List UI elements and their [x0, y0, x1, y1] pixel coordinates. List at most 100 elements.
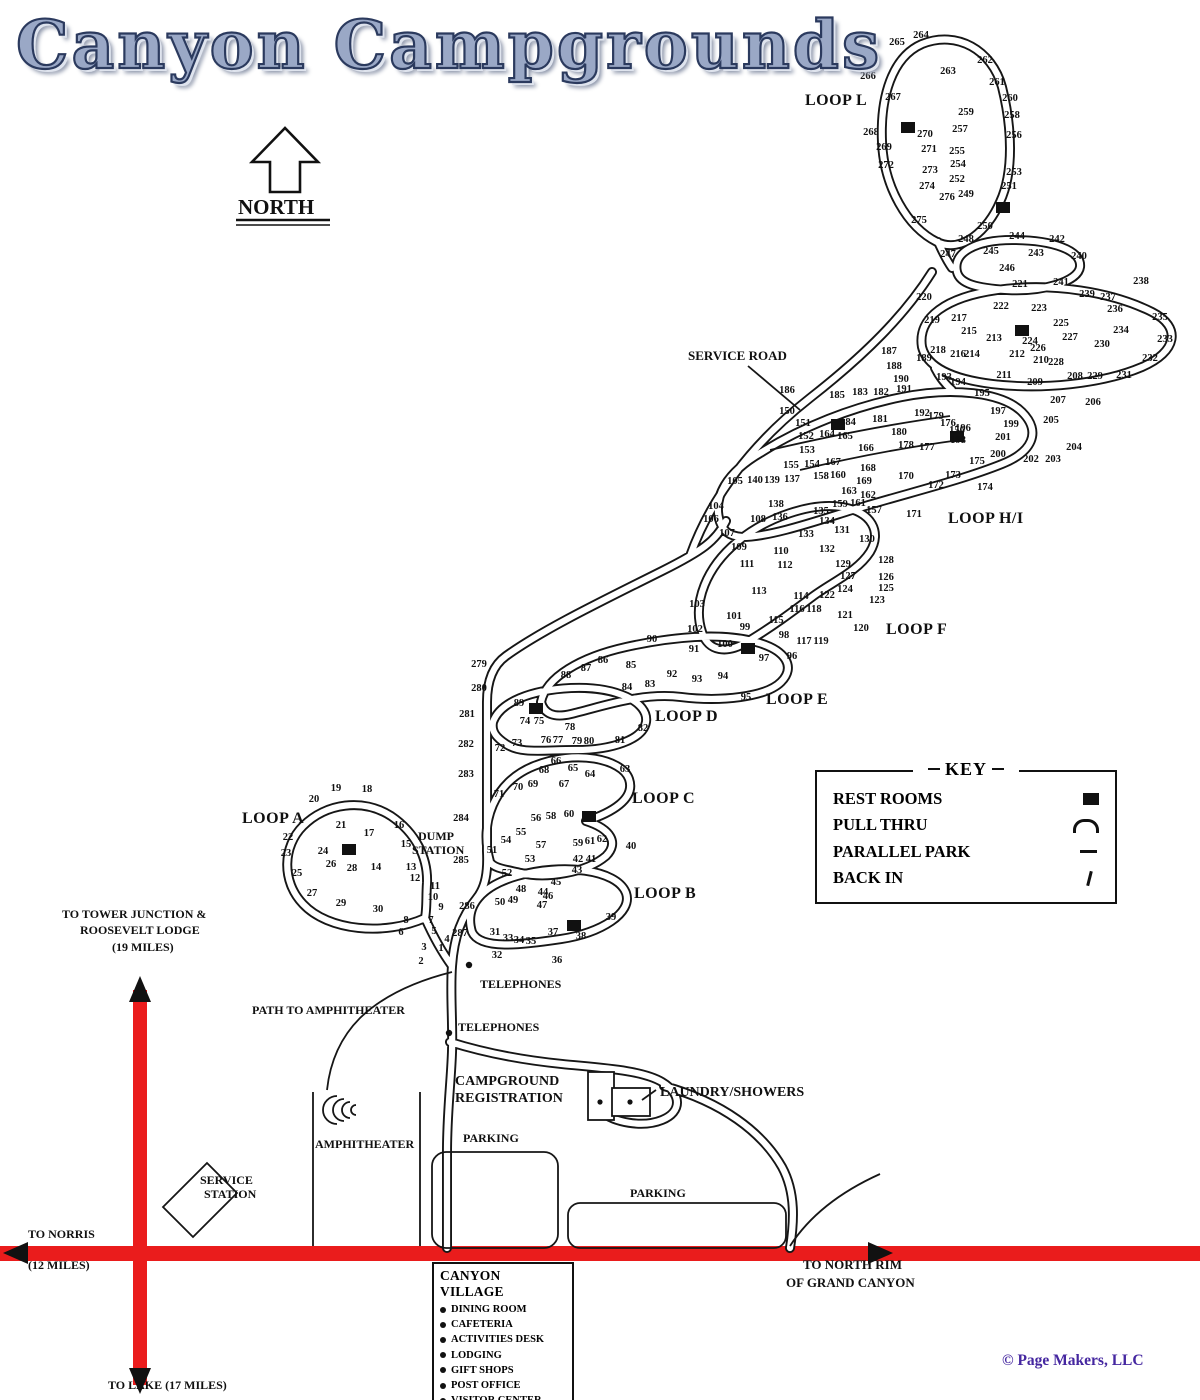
- site-number: 177: [919, 442, 935, 453]
- loop-label: LOOP L: [805, 92, 867, 109]
- site-number: 9: [438, 902, 443, 913]
- site-number: 1: [438, 943, 443, 954]
- site-number: 94: [718, 671, 729, 682]
- site-number: 188: [886, 361, 902, 372]
- site-number: 111: [740, 559, 755, 570]
- site-number: 283: [458, 769, 474, 780]
- site-number: 257: [952, 124, 968, 135]
- map-structures: [161, 365, 961, 1249]
- site-number: 125: [878, 583, 894, 594]
- site-number: 226: [1030, 343, 1046, 354]
- site-number: 176: [940, 418, 956, 429]
- site-number: 174: [977, 482, 994, 493]
- site-number: 54: [501, 835, 512, 846]
- site-number: 163: [841, 486, 857, 497]
- site-number: 3: [421, 942, 426, 953]
- site-number: 210: [1033, 355, 1049, 366]
- list-item-label: DINING ROOM: [451, 1304, 527, 1315]
- site-number: 16: [394, 820, 405, 831]
- site-number: 287: [452, 928, 468, 939]
- site-number: 134: [819, 516, 836, 527]
- bullet-icon: [440, 1352, 446, 1359]
- site-number: 136: [772, 512, 788, 523]
- map-key: KEY REST ROOMS PULL THRU PARALLEL PARK B…: [815, 759, 1117, 904]
- site-number: 156: [949, 425, 965, 436]
- site-number: 263: [940, 66, 956, 77]
- north-rim-road: [789, 1173, 881, 1247]
- site-number: 30: [373, 904, 384, 915]
- site-number: 117: [796, 636, 811, 647]
- site-number: 79: [572, 736, 583, 747]
- site-number: 199: [1003, 419, 1019, 430]
- site-number: 280: [471, 683, 487, 694]
- site-number: 27: [307, 888, 318, 899]
- site-number: 90: [647, 634, 658, 645]
- site-number: 178: [898, 440, 914, 451]
- site-number: 258: [1004, 110, 1020, 121]
- site-number: 18: [362, 784, 373, 795]
- site-number: 37: [548, 927, 559, 938]
- canyon-village-box: CANYON VILLAGE DINING ROOM CAFETERIA ACT…: [432, 1262, 574, 1400]
- site-number: 69: [528, 779, 539, 790]
- site-number: 12: [410, 873, 421, 884]
- site-number: 55: [516, 827, 527, 838]
- site-number: 228: [1048, 357, 1064, 368]
- site-number: 36: [552, 955, 563, 966]
- site-number: 268: [863, 127, 879, 138]
- site-number: 151: [795, 418, 811, 429]
- site-number: 96: [787, 651, 798, 662]
- site-number: 259: [958, 107, 974, 118]
- list-item-label: CAFETERIA: [451, 1319, 513, 1331]
- site-number: 185: [829, 390, 845, 401]
- site-number: 172: [928, 480, 944, 491]
- site-number: 181: [872, 414, 888, 425]
- site-number: 107: [719, 528, 735, 539]
- site-number: 184: [840, 417, 857, 428]
- site-number: 28: [347, 863, 358, 874]
- site-number: 23: [281, 848, 292, 859]
- rest-room-marker: [1015, 325, 1029, 336]
- loop-label: LOOP D: [655, 708, 718, 725]
- site-number: 208: [1067, 371, 1083, 382]
- site-number: 260: [1002, 93, 1018, 104]
- site-number: 223: [1031, 303, 1047, 314]
- site-number: 159: [832, 499, 848, 510]
- bullet-icon: [440, 1382, 446, 1389]
- site-number: 88: [561, 670, 572, 681]
- site-number: 126: [878, 572, 894, 583]
- site-number: 59: [573, 838, 584, 849]
- site-number: 21: [336, 820, 347, 831]
- site-number: 135: [813, 506, 829, 517]
- site-number: 72: [495, 743, 506, 754]
- site-number: 110: [773, 546, 788, 557]
- site-number: 108: [750, 514, 766, 525]
- site-number: 116: [789, 604, 804, 615]
- list-item-label: POST OFFICE: [451, 1380, 521, 1392]
- key-row-rest-rooms: REST ROOMS: [833, 786, 1099, 812]
- site-number: 140: [747, 475, 763, 486]
- site-number: 42: [573, 854, 584, 865]
- list-item: POST OFFICE: [440, 1378, 566, 1393]
- site-number: 41: [586, 854, 597, 865]
- site-number: 40: [626, 841, 637, 852]
- site-number: 5: [431, 926, 436, 937]
- key-row-back-in: BACK IN: [833, 865, 1099, 891]
- site-number: 104: [708, 501, 725, 512]
- site-number: 32: [492, 950, 503, 961]
- site-number: 77: [553, 735, 564, 746]
- site-number: 139: [764, 475, 780, 486]
- loop-label: LOOP F: [886, 621, 947, 638]
- site-number: 22: [283, 832, 294, 843]
- site-number: 89: [514, 698, 525, 709]
- site-number: 183: [852, 387, 868, 398]
- laundry-pointer: [641, 1089, 657, 1101]
- site-number: 282: [458, 739, 474, 750]
- site-number: 171: [906, 509, 922, 520]
- key-row-pull-thru: PULL THRU: [833, 812, 1099, 838]
- back-in-symbol-icon: [1086, 870, 1093, 886]
- site-number: 101: [726, 611, 742, 622]
- site-number: 86: [598, 655, 609, 666]
- map-label: (19 MILES): [112, 940, 174, 954]
